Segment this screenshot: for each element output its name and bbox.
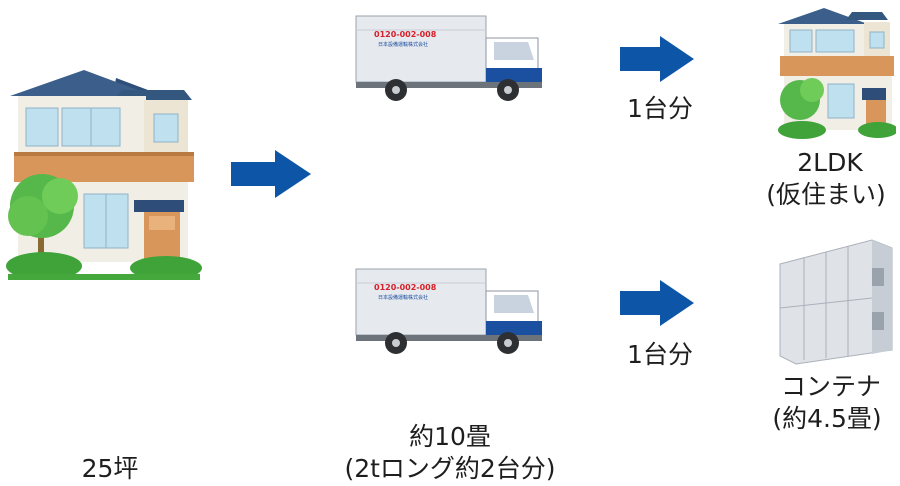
bottom-count-label: 1台分 — [627, 340, 693, 369]
truck-top-company: 日本設備運輸株式会社 — [378, 42, 429, 48]
house-caption: 25坪 — [81, 454, 139, 483]
truck-top-phone: 0120-002-008 — [374, 30, 437, 39]
apartment-illustration — [776, 4, 896, 140]
truck-caption-line1: 約10畳 — [409, 422, 491, 451]
apartment-caption-line2: (仮住まい) — [766, 180, 886, 209]
truck-bottom-company: 日本設備運輸株式会社 — [378, 295, 429, 301]
truck-caption-line2: (2tロング約2台分) — [344, 454, 556, 483]
house-illustration — [4, 66, 204, 281]
arrow-to-trucks — [231, 150, 311, 198]
container-illustration — [776, 238, 894, 366]
truck-top: 0120-002-008 日本設備運輸株式会社 — [352, 12, 552, 102]
arrow-to-apartment — [620, 36, 694, 82]
apartment-caption-line1: 2LDK — [797, 148, 863, 177]
top-count-label: 1台分 — [627, 94, 693, 123]
container-caption-line2: (約4.5畳) — [772, 404, 882, 433]
container-caption-line1: コンテナ — [780, 372, 881, 401]
truck-bottom: 0120-002-008 日本設備運輸株式会社 — [352, 265, 552, 355]
arrow-to-container — [620, 280, 694, 326]
truck-bottom-phone: 0120-002-008 — [374, 283, 437, 292]
